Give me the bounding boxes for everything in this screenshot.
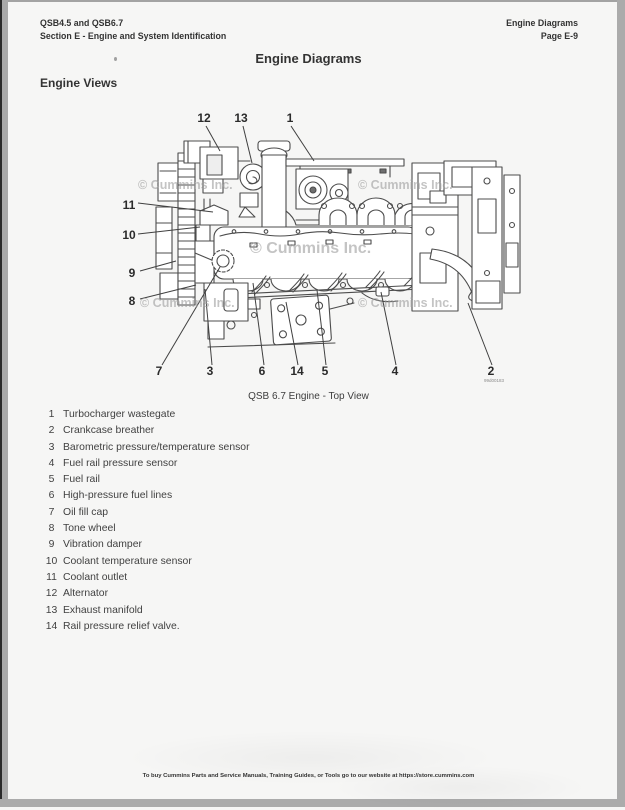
legend-item-11: 11 Coolant outlet: [43, 572, 250, 588]
legend-item-label: Vibration damper: [63, 539, 142, 551]
legend-item-number: 4: [48, 457, 55, 469]
legend-item-number: 11: [46, 571, 57, 583]
legend-item-number: 12: [45, 588, 58, 600]
legend-list: 1 Turbocharger wastegate 2 Crankcase breath…: [43, 409, 250, 637]
legend-item-label: High-pressure fuel lines: [63, 490, 173, 502]
header-chapter: Engine Diagrams: [506, 18, 578, 28]
legend-item-number: 8: [48, 523, 55, 535]
legend-item-number: 7: [48, 506, 55, 518]
legend-item-7: 7 Oil fill cap: [43, 507, 250, 523]
scan-edge-right: [617, 0, 625, 807]
scan-edge-bottom: [0, 799, 625, 807]
watermark-text: © Cummins Inc.: [358, 178, 453, 192]
callout-14: 14: [290, 364, 304, 378]
scan-edge-left-dark: [0, 0, 2, 807]
legend-item-label: Coolant outlet: [63, 571, 128, 583]
legend-item-8: 8 Tone wheel: [43, 523, 250, 539]
engine-line-art: [155, 140, 521, 348]
watermark-text: © Cummins Inc.: [250, 240, 371, 257]
legend-item-number: 14: [45, 620, 58, 632]
legend-item-number: 9: [48, 539, 55, 551]
callout-12: 12: [197, 111, 211, 125]
section-heading: Engine Views: [40, 76, 118, 90]
callout-13: 13: [234, 111, 248, 125]
legend-item-6: 6 High-pressure fuel lines: [43, 490, 250, 506]
legend-item-number: 13: [45, 604, 58, 616]
legend-item-2: 2 Crankcase breather: [43, 425, 250, 441]
header-model: QSB4.5 and QSB6.7: [40, 18, 124, 28]
callout-5: 5: [322, 364, 329, 378]
callout-1: 1: [287, 111, 294, 125]
page-header: QSB4.5 and QSB6.7 Section E - Engine and…: [40, 17, 578, 42]
legend-item-label: Rail pressure relief valve.: [63, 620, 180, 632]
watermark-text: © Cummins Inc.: [140, 296, 235, 310]
footer-note: To buy Cummins Parts and Service Manuals…: [142, 773, 475, 779]
legend-item-label: Coolant temperature sensor: [63, 555, 192, 567]
scan-edge-top: [0, 0, 625, 2]
legend-item-label: Crankcase breather: [63, 425, 155, 437]
legend-item-label: Oil fill cap: [63, 506, 109, 518]
callout-9: 9: [129, 266, 136, 280]
callout-6: 6: [259, 364, 266, 378]
legend-item-label: Barometric pressure/temperature sensor: [63, 441, 250, 453]
legend-item-4: 4 Fuel rail pressure sensor: [43, 458, 250, 474]
scan-speck: [114, 57, 117, 61]
callout-10: 10: [122, 228, 136, 242]
legend-item-number: 5: [48, 474, 55, 486]
callout-2: 2: [488, 364, 495, 378]
legend-item-label: Tone wheel: [63, 523, 116, 535]
callout-7: 7: [156, 364, 163, 378]
legend-item-13: 13 Exhaust manifold: [43, 605, 250, 621]
callout-4: 4: [392, 364, 399, 378]
callout-11: 11: [123, 198, 136, 212]
legend-item-number: 10: [45, 555, 58, 567]
legend-item-number: 1: [48, 409, 55, 420]
header-page-number: Page E-9: [540, 30, 578, 41]
legend-item-number: 6: [48, 490, 55, 502]
legend-item-12: 12 Alternator: [43, 588, 250, 604]
watermark-text: © Cummins Inc.: [358, 296, 453, 310]
callout-leader-lines: [137, 125, 493, 366]
legend-item-label: Turbocharger wastegate: [63, 409, 176, 420]
engine-diagram: 12 13 1 11 10 9 8 7 3 6 14 5 4 2 © Cummi…: [122, 111, 521, 383]
header-section: Section E - Engine and System Identifica…: [40, 30, 227, 41]
callout-numbers: 12 13 1 11 10 9 8 7 3 6 14 5 4 2: [122, 111, 494, 378]
callout-3: 3: [207, 364, 214, 378]
legend-item-label: Fuel rail: [63, 474, 100, 486]
figure-caption: QSB 6.7 Engine - Top View: [248, 391, 369, 402]
legend-item-label: Exhaust manifold: [63, 604, 143, 616]
watermarks: © Cummins Inc. © Cummins Inc. © Cummins …: [138, 178, 453, 310]
legend-item-number: 3: [48, 441, 55, 453]
figure-code: 99d00183: [484, 378, 505, 383]
legend-item-9: 9 Vibration damper: [43, 539, 250, 555]
legend-item-10: 10 Coolant temperature sensor: [43, 556, 250, 572]
legend-item-1: 1 Turbocharger wastegate: [43, 409, 250, 425]
legend-item-3: 3 Barometric pressure/temperature sensor: [43, 442, 250, 458]
scan-edge-left: [2, 0, 8, 807]
callout-8: 8: [129, 294, 136, 308]
legend-item-label: Fuel rail pressure sensor: [63, 457, 178, 469]
legend-item-14: 14 Rail pressure relief valve.: [43, 621, 250, 637]
legend-item-number: 2: [48, 425, 55, 437]
legend-item-label: Alternator: [63, 588, 109, 600]
watermark-text: © Cummins Inc.: [138, 178, 233, 192]
legend-item-5: 5 Fuel rail: [43, 474, 250, 490]
page-title: Engine Diagrams: [255, 51, 362, 66]
